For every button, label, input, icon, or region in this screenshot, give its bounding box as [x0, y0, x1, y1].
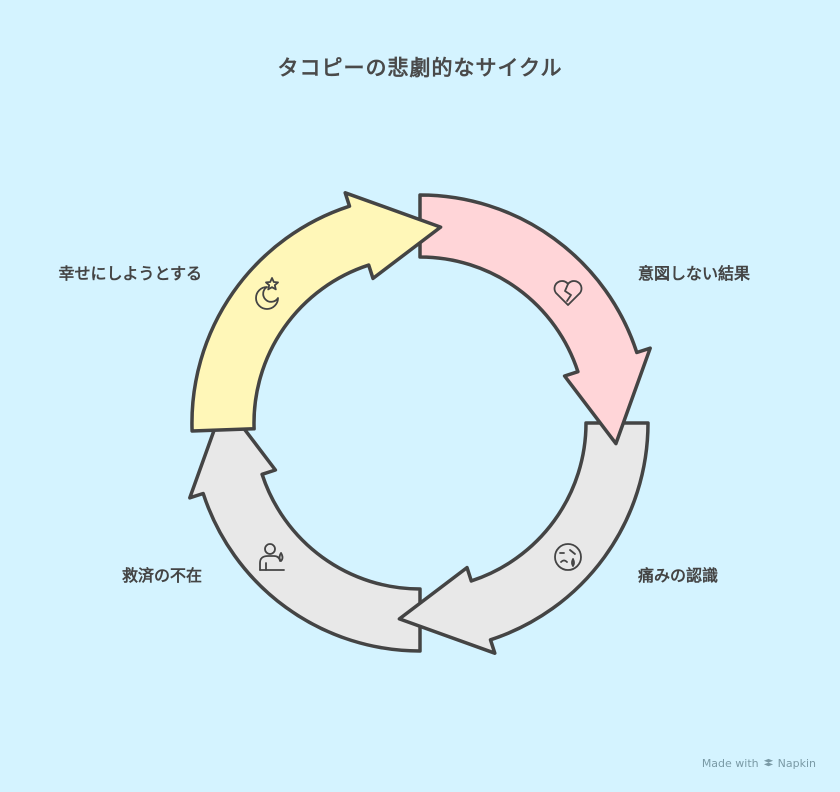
- star-moon-icon: [255, 277, 279, 310]
- broken-heart-icon: [553, 280, 583, 306]
- napkin-logo-icon: [763, 758, 773, 767]
- stage-label-recognizing-pain: 痛みの認識: [638, 566, 719, 585]
- crying-person-icon: [259, 543, 285, 571]
- stage-label-trying-to-make-happy: 幸せにしようとする: [58, 264, 202, 283]
- footer-made-with: Made with: [701, 757, 759, 770]
- stage-label-absence-of-salvation: 救済の不在: [121, 566, 202, 585]
- diagram-title: タコピーの悲劇的なサイクル: [277, 56, 563, 80]
- napkin-watermark[interactable]: Made with Napkin: [702, 757, 816, 770]
- arrow-absence: [188, 400, 422, 653]
- footer-brand: Napkin: [777, 757, 816, 770]
- drama-mask-icon: [554, 543, 582, 571]
- arrow-trying: [190, 191, 443, 433]
- stage-label-unintended-consequences: 意図しない結果: [638, 264, 751, 283]
- cycle-arrows: [188, 191, 652, 655]
- cycle-icons: [255, 277, 583, 571]
- arrow-recognition: [397, 421, 650, 655]
- arrow-consequences: [418, 193, 652, 446]
